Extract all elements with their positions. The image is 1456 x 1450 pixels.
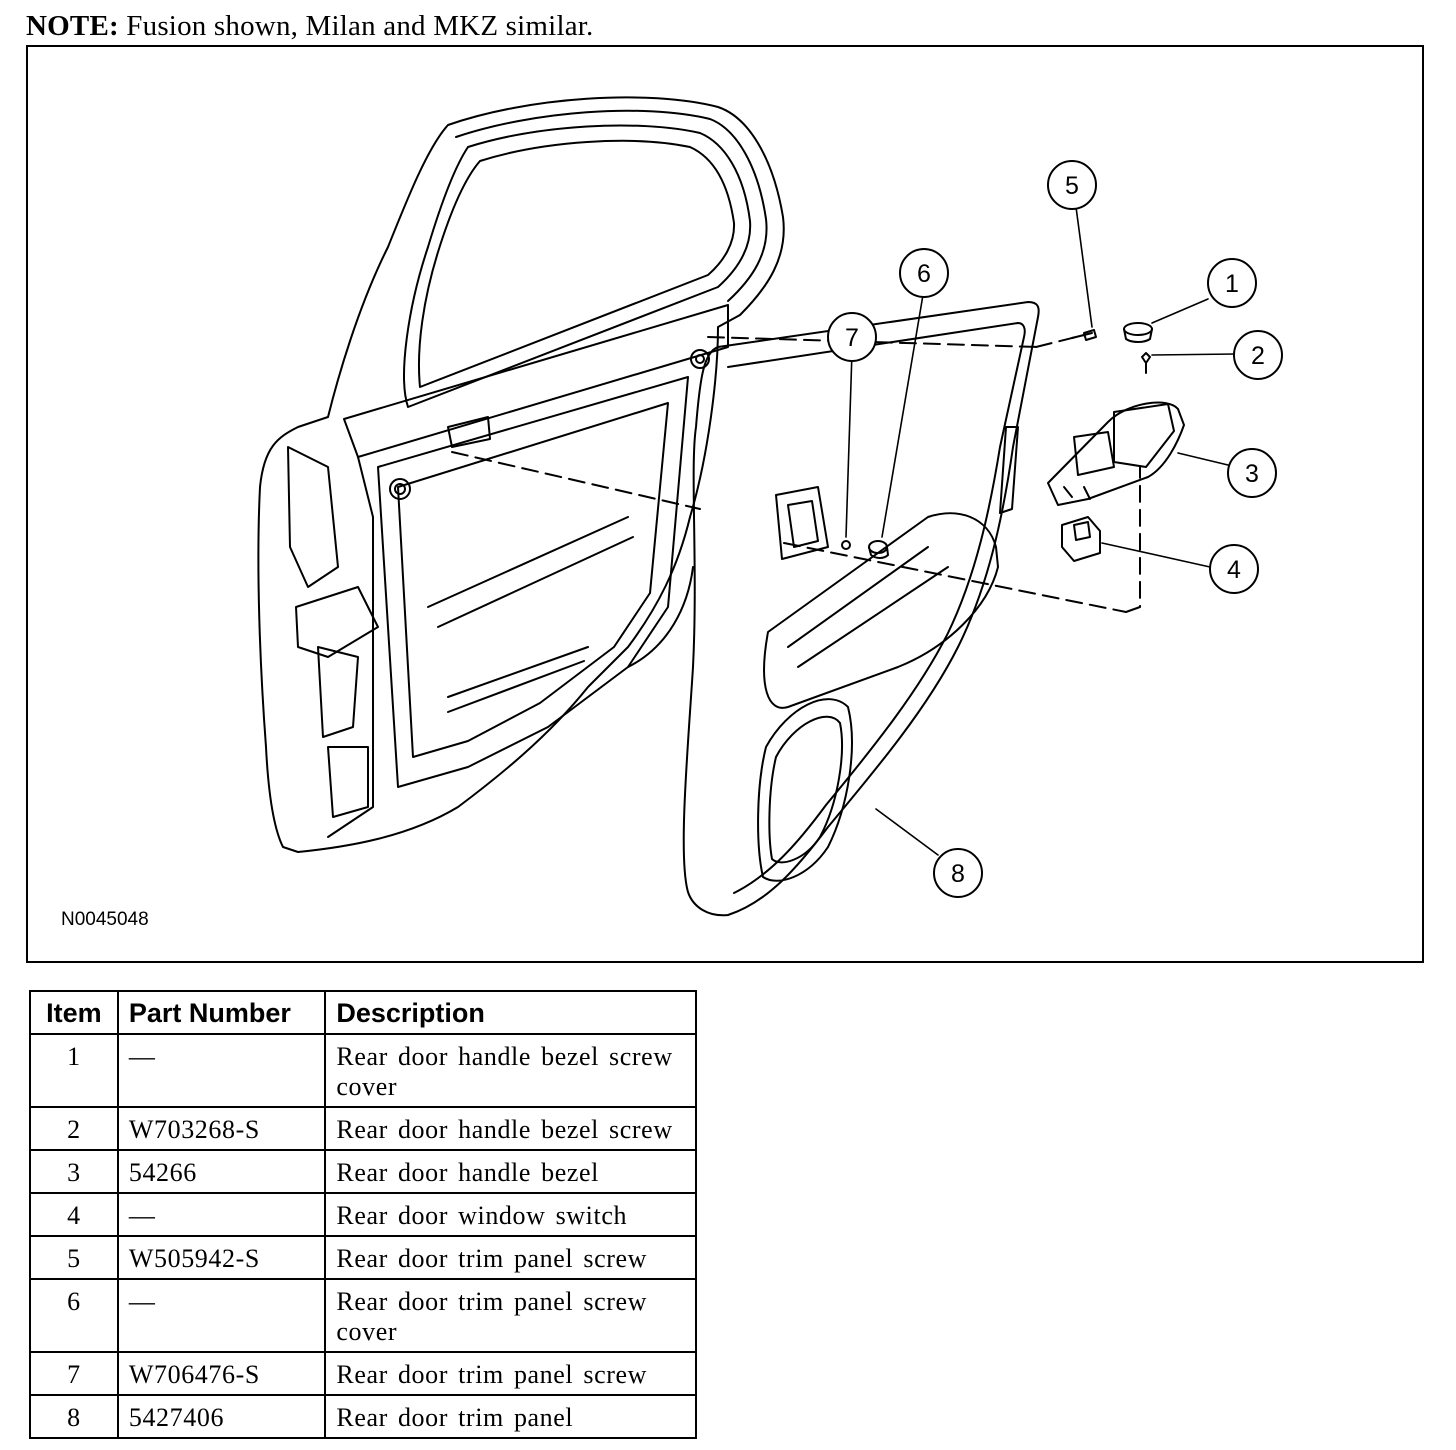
window-switch bbox=[1061, 516, 1101, 562]
cell-description: Rear door trim panel bbox=[324, 1394, 697, 1439]
callout-5: 5 bbox=[1047, 160, 1097, 210]
cell-description: Rear door trim panel screw bbox=[324, 1235, 697, 1280]
cell-description: Rear door handle bezel bbox=[324, 1149, 697, 1194]
cell-part-number: 54266 bbox=[116, 1149, 327, 1194]
callout-8: 8 bbox=[933, 848, 983, 898]
svg-text:2: 2 bbox=[1251, 342, 1265, 370]
callout-1: 1 bbox=[1207, 258, 1257, 308]
assembly-leaders bbox=[451, 332, 1141, 613]
cell-description: Rear door handle bezel screw cover bbox=[324, 1033, 697, 1108]
table-row: 3 54266 Rear door handle bezel bbox=[29, 1149, 697, 1194]
svg-text:7: 7 bbox=[845, 324, 859, 352]
parts-table: Item Part Number Description 1 — Rear do… bbox=[29, 990, 697, 1439]
callout-7: 7 bbox=[827, 312, 877, 362]
callout-4: 4 bbox=[1209, 544, 1259, 594]
cell-part-number: 5427406 bbox=[116, 1394, 327, 1439]
svg-text:4: 4 bbox=[1227, 556, 1241, 584]
door-diagram: 1 2 3 4 5 6 7 bbox=[257, 96, 1283, 917]
cell-item: 5 bbox=[29, 1235, 119, 1280]
cell-part-number: — bbox=[116, 1278, 327, 1353]
table-row: 1 — Rear door handle bezel screw cover bbox=[29, 1033, 697, 1108]
note-label: NOTE: bbox=[26, 10, 119, 42]
bezel-screw-cover bbox=[1123, 322, 1153, 343]
table-row: 5 W505942-S Rear door trim panel screw bbox=[29, 1235, 697, 1280]
header-description: Description bbox=[324, 990, 697, 1035]
note-text: Fusion shown, Milan and MKZ similar. bbox=[126, 10, 594, 42]
cell-part-number: W505942-S bbox=[116, 1235, 327, 1280]
door-frame bbox=[257, 96, 785, 853]
cell-item: 8 bbox=[29, 1394, 119, 1439]
cell-item: 1 bbox=[29, 1033, 119, 1108]
trim-panel-screw-cover bbox=[868, 540, 889, 559]
header-item: Item bbox=[29, 990, 119, 1035]
callout-leaders bbox=[845, 206, 1237, 856]
cell-item: 3 bbox=[29, 1149, 119, 1194]
cell-description: Rear door trim panel screw bbox=[324, 1351, 697, 1396]
bezel-screw bbox=[1141, 352, 1151, 374]
table-header-row: Item Part Number Description bbox=[29, 990, 697, 1035]
svg-text:8: 8 bbox=[951, 860, 965, 888]
cell-description: Rear door trim panel screw cover bbox=[324, 1278, 697, 1353]
callout-6: 6 bbox=[899, 248, 949, 298]
svg-text:6: 6 bbox=[917, 260, 931, 288]
trim-panel-screw-lower bbox=[841, 540, 851, 550]
figure-id: N0045048 bbox=[61, 909, 149, 930]
cell-description: Rear door handle bezel screw bbox=[324, 1106, 697, 1151]
svg-text:1: 1 bbox=[1225, 270, 1239, 298]
cell-item: 2 bbox=[29, 1106, 119, 1151]
cell-item: 7 bbox=[29, 1351, 119, 1396]
header-part-number: Part Number bbox=[116, 990, 327, 1035]
trim-panel-screw-upper bbox=[1071, 329, 1097, 341]
cell-description: Rear door window switch bbox=[324, 1192, 697, 1237]
cell-part-number: — bbox=[116, 1192, 327, 1237]
svg-text:5: 5 bbox=[1065, 172, 1079, 200]
handle-bezel bbox=[1047, 401, 1185, 506]
svg-text:3: 3 bbox=[1245, 460, 1259, 488]
cell-part-number: W703268-S bbox=[116, 1106, 327, 1151]
callouts: 1 2 3 4 5 6 7 bbox=[827, 160, 1283, 898]
table-row: 8 5427406 Rear door trim panel bbox=[29, 1394, 697, 1439]
table-row: 2 W703268-S Rear door handle bezel screw bbox=[29, 1106, 697, 1151]
table-row: 4 — Rear door window switch bbox=[29, 1192, 697, 1237]
callout-3: 3 bbox=[1227, 448, 1277, 498]
cell-part-number: W706476-S bbox=[116, 1351, 327, 1396]
cell-item: 4 bbox=[29, 1192, 119, 1237]
note-line: NOTE: Fusion shown, Milan and MKZ simila… bbox=[26, 8, 593, 44]
cell-part-number: — bbox=[116, 1033, 327, 1108]
exploded-view-figure: 1 2 3 4 5 6 7 bbox=[26, 45, 1424, 963]
table-row: 7 W706476-S Rear door trim panel screw bbox=[29, 1351, 697, 1396]
trim-panel bbox=[682, 301, 1040, 917]
cell-item: 6 bbox=[29, 1278, 119, 1353]
callout-2: 2 bbox=[1233, 330, 1283, 380]
table-row: 6 — Rear door trim panel screw cover bbox=[29, 1278, 697, 1353]
